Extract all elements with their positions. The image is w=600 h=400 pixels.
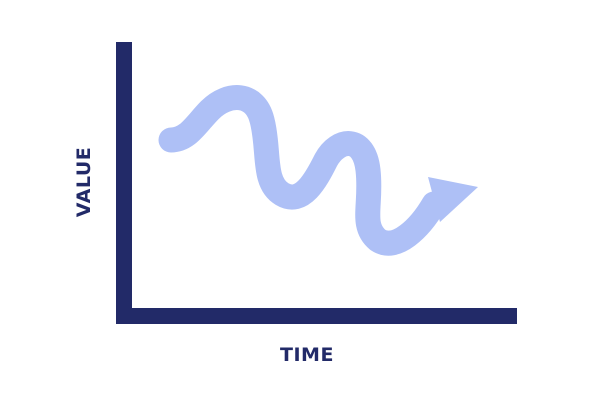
axes <box>116 42 517 324</box>
trend-wave-path <box>158 85 447 256</box>
x-axis-line <box>116 308 517 324</box>
y-axis-line <box>116 42 132 324</box>
y-axis-label: VALUE <box>73 147 95 217</box>
x-axis-label: TIME <box>280 344 334 366</box>
trend-line <box>158 85 478 256</box>
arrowhead-right-icon <box>428 177 478 222</box>
